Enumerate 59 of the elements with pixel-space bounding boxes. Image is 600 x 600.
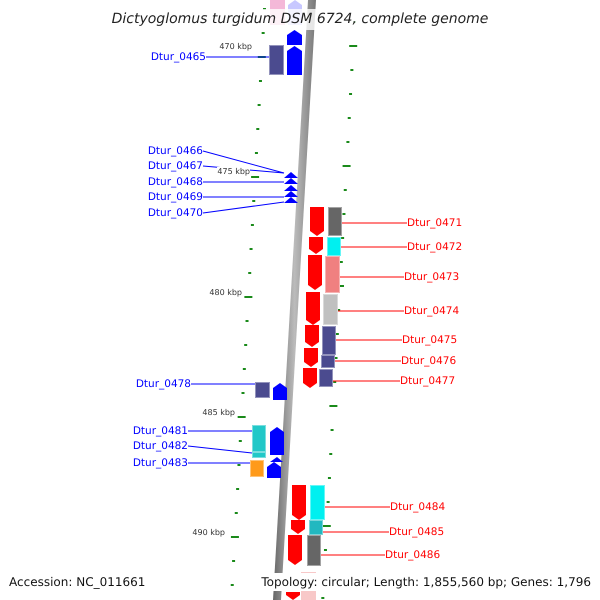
- gene-label: Dtur_0466: [148, 143, 203, 159]
- gene-label: Dtur_0474: [404, 303, 460, 319]
- leader-line: [188, 430, 252, 432]
- gene-label: Dtur_0473: [404, 269, 460, 285]
- gene-label: Dtur_0467: [148, 158, 203, 174]
- position-label: 475 kbp: [217, 167, 250, 177]
- gene-label: Dtur_0482: [132, 438, 188, 454]
- accession-text: Accession: NC_011661: [9, 574, 146, 591]
- gene-label: Dtur_0471: [407, 215, 462, 231]
- leader-line: [324, 506, 390, 508]
- position-label: 470 kbp: [219, 42, 252, 52]
- leader-line: [320, 554, 386, 556]
- gene-bar: [269, 45, 284, 75]
- leader-line: [202, 196, 284, 198]
- gene-label: Dtur_0469: [148, 189, 203, 205]
- gene-bar: [250, 460, 264, 477]
- gene-bar: [309, 520, 323, 535]
- leader-line: [202, 150, 284, 174]
- gene-label: Dtur_0481: [132, 423, 188, 439]
- gene-label: Dtur_0477: [400, 373, 456, 389]
- gene-bar: [255, 382, 270, 398]
- gene-label: Dtur_0475: [402, 332, 458, 348]
- gene-bar: [310, 485, 325, 520]
- gene-label: Dtur_0486: [385, 547, 440, 563]
- gene-bar: [327, 237, 341, 256]
- gene-bar: [328, 207, 342, 236]
- gene-label: Dtur_0476: [401, 353, 456, 369]
- leader-line: [206, 56, 270, 58]
- gene-label: Dtur_0485: [389, 524, 444, 540]
- gene-bar: [319, 369, 333, 387]
- position-label: 485 kbp: [202, 408, 235, 418]
- gene-label: Dtur_0478: [136, 376, 191, 392]
- gene-chevron-stack: [284, 172, 298, 203]
- leader-line: [202, 202, 284, 214]
- gene-label: Dtur_0484: [390, 499, 446, 515]
- gene-bar: [321, 355, 335, 368]
- gene-label: Dtur_0470: [148, 205, 203, 221]
- leader-line: [188, 446, 252, 454]
- gene-label: Dtur_0483: [132, 455, 188, 471]
- position-label: 490 kbp: [192, 528, 225, 538]
- leader-line: [342, 222, 408, 224]
- leader-line: [332, 380, 400, 382]
- gene-bar: [325, 256, 340, 293]
- leader-line: [340, 276, 404, 278]
- gene-bar: [322, 326, 336, 355]
- gene-bar: [252, 452, 266, 458]
- gene-label: Dtur_0472: [407, 239, 462, 255]
- gene-label: Dtur_0468: [148, 174, 203, 190]
- gene-label: Dtur_0465: [150, 49, 206, 65]
- leader-line: [340, 246, 408, 248]
- position-label: 480 kbp: [209, 288, 242, 298]
- leader-line: [334, 360, 402, 362]
- map-title: Dictyoglomus turgidum DSM 6724, complete genome: [110, 9, 490, 30]
- leader-line: [338, 310, 404, 312]
- gene-bar: [307, 535, 321, 566]
- leader-line: [188, 462, 250, 464]
- genome-info-text: Topology: circular; Length: 1,855,560 bp; Genes: 1,796: [261, 573, 591, 591]
- gene-bar: [323, 294, 338, 325]
- gene-bar: [252, 425, 266, 452]
